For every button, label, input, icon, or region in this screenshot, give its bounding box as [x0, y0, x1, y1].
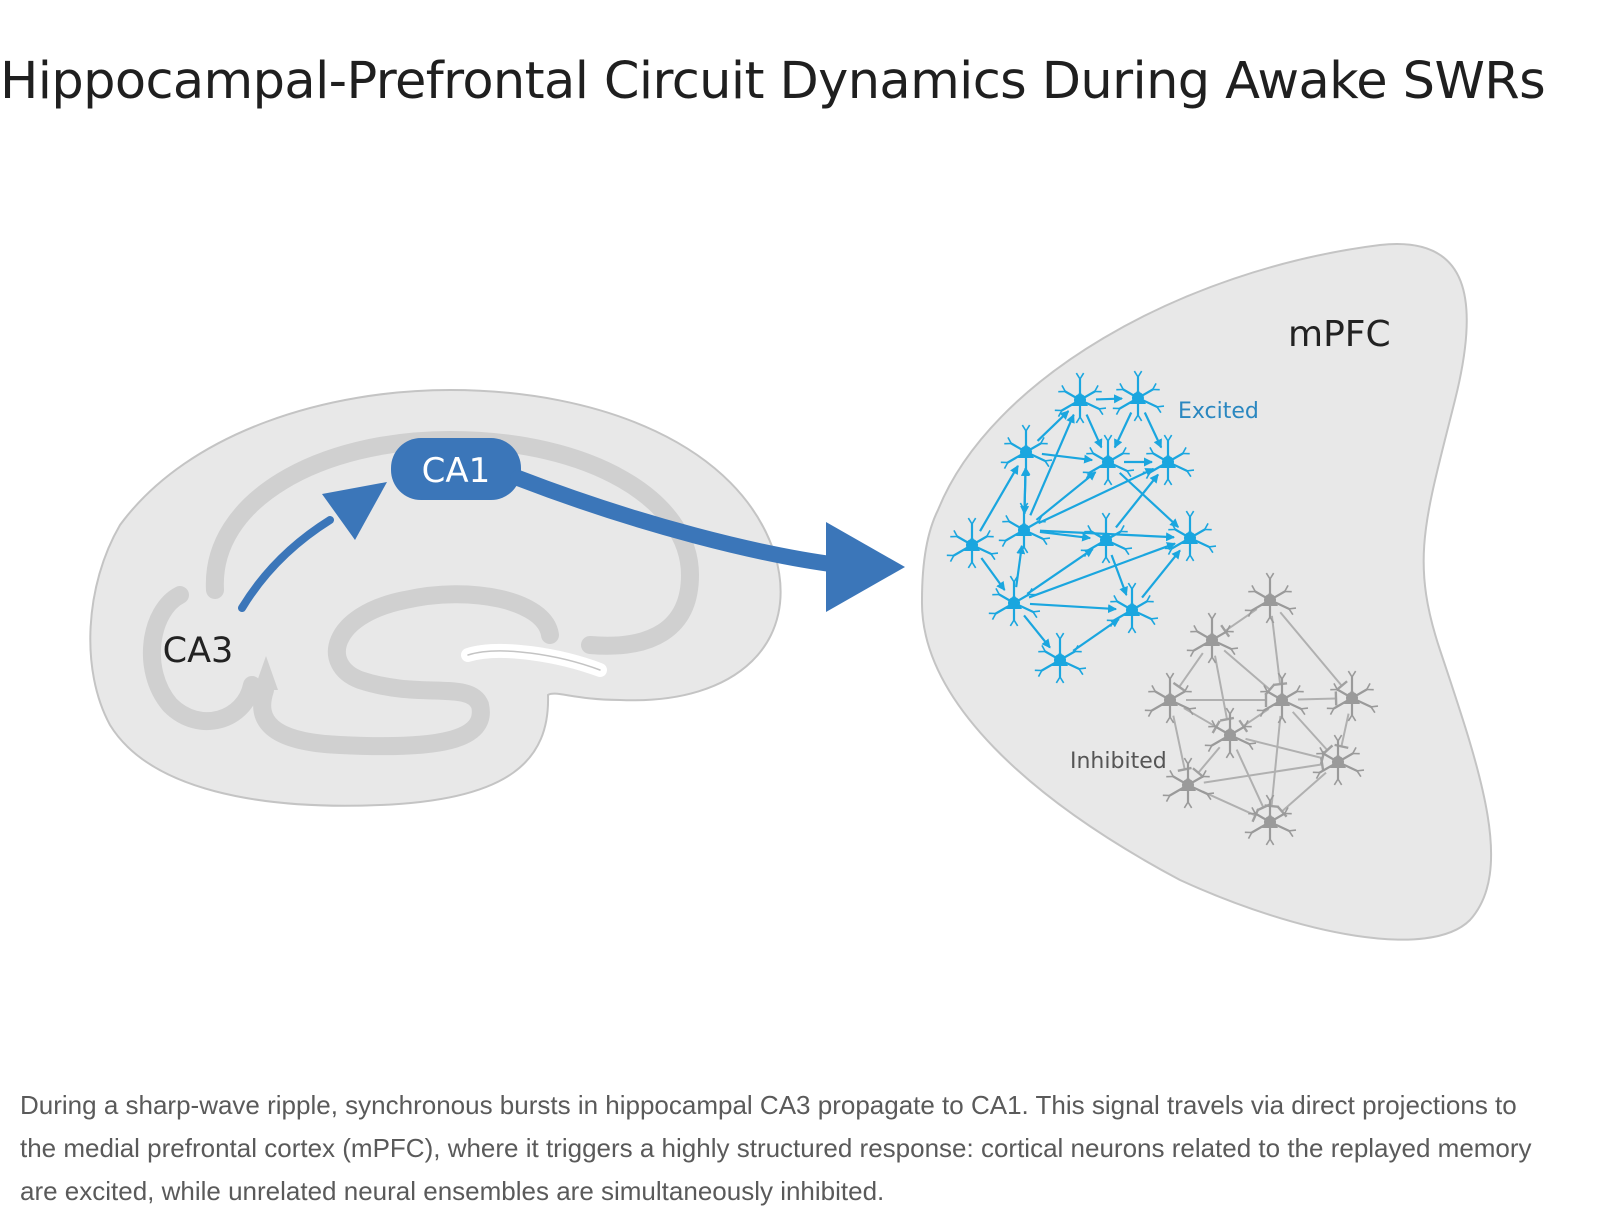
excitatory-connection: [1029, 602, 1118, 614]
excitatory-connection: [1085, 414, 1103, 449]
page-title: Hippocampal-Prefrontal Circuit Dynamics …: [0, 52, 1546, 111]
inhibitory-terminal: [1220, 624, 1231, 638]
inhibitory-connection: [1224, 608, 1258, 632]
excitatory-connection: [1035, 471, 1097, 521]
inhibited-neuron: [1144, 672, 1197, 724]
inhibited-neuron: [1204, 707, 1257, 759]
inhibitory-connection: [1270, 615, 1282, 685]
inhibitory-terminal: [1264, 804, 1279, 808]
inhibitory-terminal: [1319, 757, 1325, 772]
ca3-to-ca1-arrowhead: [322, 482, 387, 540]
ca1-node: [391, 438, 521, 500]
inhibitory-terminal: [1238, 719, 1249, 733]
inhibited-neuron: [1244, 572, 1297, 624]
excited-neuron: [1080, 512, 1133, 564]
excitatory-connection: [1110, 554, 1128, 596]
inhibitory-connection: [1197, 746, 1221, 774]
inhibitory-connection: [1291, 711, 1329, 751]
inhibitory-terminal: [1334, 743, 1349, 750]
excited-neuron: [1112, 370, 1165, 422]
inhibited-neuron: [1186, 612, 1239, 664]
excitatory-connection: [1095, 394, 1124, 404]
inhibited-neuron: [1162, 757, 1215, 809]
inhibitory-connection: [1242, 708, 1270, 727]
excitatory-connection: [1020, 467, 1030, 516]
inhibitory-connection: [1297, 697, 1337, 701]
ca1-to-mpfc-arrowhead: [826, 522, 905, 612]
excited-neuron: [1082, 434, 1135, 486]
inhibited-label: Inhibited: [1070, 749, 1167, 774]
inhibitory-connection: [1279, 611, 1343, 687]
inhibitory-connection: [1270, 715, 1282, 807]
inhibitory-connection: [1281, 771, 1327, 813]
inhibitory-connection: [1223, 649, 1271, 691]
excited-neuron: [1034, 632, 1087, 684]
inhibitory-connection: [1245, 737, 1323, 760]
excited-neuron: [1106, 582, 1159, 634]
excitatory-connection: [1041, 452, 1094, 464]
excitatory-connection: [1028, 542, 1176, 599]
figure-caption: During a sharp-wave ripple, synchronous …: [20, 1090, 1532, 1206]
excited-neuron: [988, 575, 1041, 627]
inhibitory-terminal: [1177, 766, 1192, 772]
excited-neuron: [998, 502, 1051, 554]
inhibitory-terminal: [1273, 682, 1288, 687]
inhibitory-terminal: [1219, 716, 1235, 722]
ca3-to-ca1-pathway: [238, 516, 334, 612]
excitatory-connection: [1115, 473, 1159, 529]
excitatory-connection: [1029, 413, 1075, 516]
inhibited-neuron: [1244, 794, 1297, 846]
ca3-label: CA3: [163, 631, 234, 671]
inhibitory-terminal: [1251, 808, 1260, 823]
excitatory-connection: [1037, 467, 1155, 525]
inhibitory-connection: [1235, 749, 1265, 808]
inhibitory-terminal: [1276, 805, 1288, 818]
excited-neuron: [946, 517, 999, 569]
hippocampal-layers: [142, 430, 700, 756]
inhibitory-terminal: [1335, 680, 1348, 692]
excited-neuron: [1054, 372, 1107, 424]
inhibitory-connection: [1203, 763, 1323, 784]
inhibitory-connection: [1178, 652, 1204, 688]
excitatory-connection: [1143, 412, 1163, 449]
excited-ensemble: [946, 370, 1217, 684]
excitatory-connection: [1141, 549, 1181, 599]
inhibited-neuron: [1312, 734, 1365, 786]
excitatory-connection: [1026, 548, 1094, 595]
ca3-recurrent-arrow: [254, 656, 278, 690]
excited-neuron: [1142, 434, 1195, 486]
excited-neuron: [1000, 424, 1053, 476]
inhibited-ensemble: [1144, 572, 1379, 846]
inhibitory-connection: [1172, 715, 1186, 770]
inhibitory-connection: [1183, 707, 1217, 728]
excited-neuron: [1164, 510, 1217, 562]
excitatory-connection: [979, 464, 1019, 532]
excitatory-connection: [1039, 530, 1092, 542]
inhibitory-terminal: [1172, 681, 1186, 692]
excitatory-connection: [1113, 412, 1133, 449]
excitatory-connection: [980, 557, 1006, 591]
inhibited-neuron: [1326, 670, 1379, 722]
ca1-label: CA1: [422, 451, 491, 491]
excitatory-connection: [1118, 472, 1180, 528]
excited-label: Excited: [1178, 399, 1259, 424]
ca1-to-mpfc-pathway: [510, 470, 846, 573]
excitatory-connection: [1036, 410, 1070, 442]
inhibited-neuron: [1256, 672, 1309, 724]
inhibitory-connection: [1202, 790, 1256, 817]
inhibitory-connection: [1340, 713, 1350, 747]
mpfc-label: mPFC: [1288, 314, 1391, 355]
mpfc-region: [920, 243, 1493, 941]
inhibitory-connection: [1213, 655, 1229, 720]
excitatory-connection: [1023, 614, 1051, 649]
circuit-diagram: CA1 CA3 mPFC Excited Inhibited: [89, 243, 1493, 941]
